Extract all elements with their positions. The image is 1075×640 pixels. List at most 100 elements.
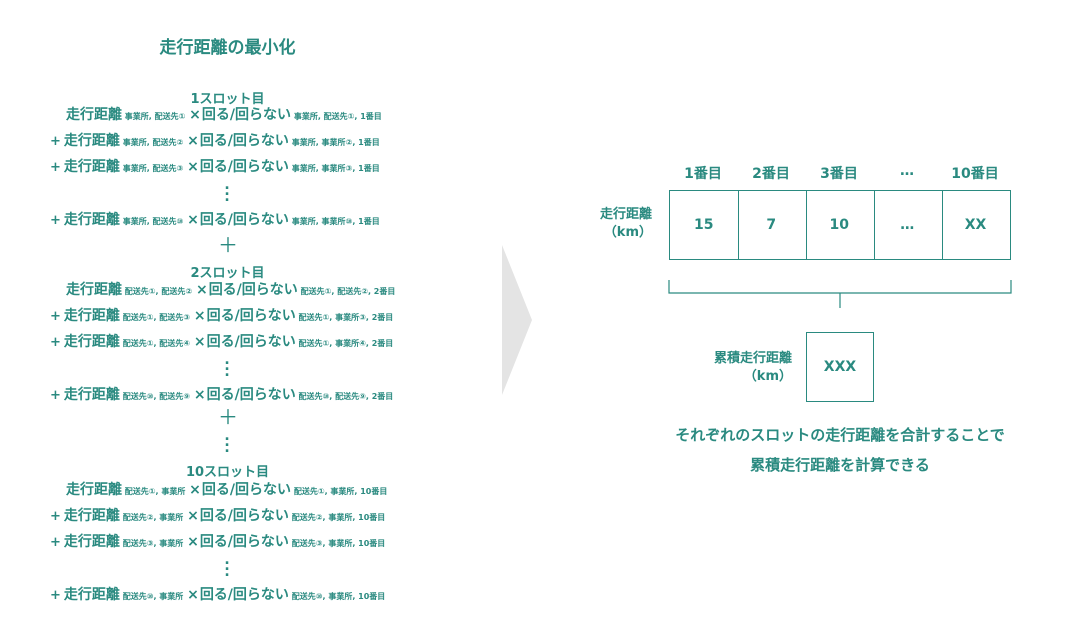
distance-cell: 7	[737, 190, 807, 260]
distance-cell: 10	[805, 190, 875, 260]
sum-bracket	[668, 280, 1012, 308]
visit-term: 回る/回らない	[201, 107, 292, 123]
visit-subscript: 配送先①, 事業所④, 2番目	[295, 339, 394, 348]
formula-row: +走行距離 事業所, 配送先⑩ ×回る/回らない 事業所, 事業所⑩, 1番目	[50, 210, 380, 231]
visit-subscript: 配送先③, 事業所, 10番目	[288, 539, 386, 548]
times-sign: ×	[187, 133, 199, 149]
times-sign: ×	[193, 334, 206, 350]
vertical-ellipsis: ...	[222, 178, 232, 204]
ellipsis-dot: .	[224, 352, 230, 368]
distance-subscript: 配送先①, 配送先②	[122, 287, 195, 296]
visit-term: 回る/回らない	[199, 508, 289, 524]
visit-term: 回る/回らない	[206, 334, 296, 350]
distance-subscript: 事業所, 配送先③	[119, 164, 187, 173]
distance-term: 走行距離	[63, 159, 120, 175]
slot-plus-sign: ＋	[218, 233, 238, 257]
plus-sign: +	[50, 588, 61, 603]
visit-subscript: 事業所, 事業所⑩, 1番目	[288, 217, 380, 226]
visit-subscript: 配送先①, 配送先②, 2番目	[297, 287, 396, 296]
distance-subscript: 配送先⑩, 事業所	[119, 592, 187, 601]
distance-term: 走行距離	[63, 508, 120, 524]
plus-sign: +	[50, 535, 61, 550]
visit-term: 回る/回らない	[206, 387, 296, 403]
distance-subscript: 事業所, 配送先①	[122, 112, 189, 121]
slot-header: 2スロット目	[190, 266, 265, 281]
plus-sign: +	[50, 335, 61, 350]
distance-subscript: 事業所, 配送先⑩	[119, 217, 187, 226]
vertical-ellipsis: ...	[222, 552, 232, 580]
plus-sign: +	[50, 134, 61, 149]
distance-term: 走行距離	[63, 334, 120, 350]
plus-sign: +	[50, 509, 61, 524]
formula-row: +走行距離 配送先⑩, 事業所 ×回る/回らない 配送先⑩, 事業所, 10番目	[50, 585, 385, 606]
distance-term: 走行距離	[66, 482, 122, 498]
ellipsis-dot: .	[224, 364, 230, 380]
visit-subscript: 配送先⑩, 配送先⑨, 2番目	[295, 392, 394, 401]
plus-sign: +	[50, 160, 61, 175]
column-header: 10番目	[951, 166, 999, 182]
ellipsis-dot: .	[224, 552, 230, 568]
visit-term: 回る/回らない	[206, 308, 296, 324]
formula-row: +走行距離 配送先⑩, 配送先⑨ ×回る/回らない 配送先⑩, 配送先⑨, 2番…	[50, 385, 393, 406]
column-header: 2番目	[752, 166, 790, 182]
ellipsis-dot: .	[224, 434, 230, 450]
distance-cell: 15	[669, 190, 739, 260]
visit-subscript: 配送先②, 事業所, 10番目	[288, 513, 386, 522]
ellipsis-dot: .	[224, 358, 230, 374]
visit-subscript: 配送先①, 事業所③, 2番目	[295, 313, 394, 322]
slot-header: 10スロット目	[185, 465, 270, 480]
slot-header: 1スロット目	[190, 92, 265, 107]
visit-term: 回る/回らない	[199, 212, 289, 228]
ellipsis-dot: .	[224, 564, 230, 580]
distance-subscript: 配送先①, 事業所	[122, 487, 189, 496]
formula-row: 走行距離 事業所, 配送先① ×回る/回らない 事業所, 配送先①, 1番目	[66, 105, 382, 126]
distance-subscript: 配送先③, 事業所	[119, 539, 187, 548]
total-value-box: XXX	[806, 332, 874, 402]
column-header: 3番目	[820, 166, 858, 182]
times-sign: ×	[187, 159, 199, 175]
plus-sign: +	[50, 213, 61, 228]
total-label: 累積走行距離 （km）	[680, 350, 792, 386]
row-label-line1: 走行距離	[599, 207, 652, 222]
times-sign: ×	[187, 587, 199, 603]
visit-term: 回る/回らない	[199, 159, 289, 175]
ellipsis-dot: .	[224, 440, 230, 456]
distance-term: 走行距離	[63, 587, 120, 603]
column-header: …	[900, 163, 914, 179]
caption-line1: それぞれのスロットの走行距離を合計することで	[675, 426, 1005, 444]
visit-term: 回る/回らない	[201, 482, 292, 498]
distance-subscript: 事業所, 配送先②	[119, 138, 187, 147]
row-label: 走行距離 （km）	[560, 206, 652, 242]
times-sign: ×	[189, 107, 201, 123]
formula-row: +走行距離 配送先②, 事業所 ×回る/回らない 配送先②, 事業所, 10番目	[50, 506, 385, 527]
visit-subscript: 事業所, 事業所③, 1番目	[288, 164, 380, 173]
slot-plus-sign: ＋	[218, 405, 238, 429]
row-label-line2: （km）	[603, 225, 652, 240]
plus-sign: +	[50, 388, 61, 403]
distance-term: 走行距離	[66, 282, 122, 298]
distance-subscript: 配送先①, 配送先③	[119, 313, 193, 322]
distance-subscript: 配送先②, 事業所	[119, 513, 187, 522]
distance-term: 走行距離	[63, 133, 120, 149]
visit-subscript: 事業所, 配送先①, 1番目	[291, 112, 382, 121]
formula-row: 走行距離 配送先①, 事業所 ×回る/回らない 配送先①, 事業所, 10番目	[66, 480, 387, 501]
distance-term: 走行距離	[66, 107, 122, 123]
right-arrow-icon	[502, 245, 532, 395]
visit-term: 回る/回らない	[199, 534, 289, 550]
plus-sign: +	[50, 309, 61, 324]
visit-term: 回る/回らない	[199, 587, 289, 603]
distance-term: 走行距離	[63, 534, 120, 550]
visit-term: 回る/回らない	[208, 282, 298, 298]
ellipsis-dot: .	[224, 183, 230, 199]
formula-row: +走行距離 配送先③, 事業所 ×回る/回らない 配送先③, 事業所, 10番目	[50, 532, 385, 553]
times-sign: ×	[193, 308, 206, 324]
distance-subscript: 配送先⑩, 配送先⑨	[119, 392, 193, 401]
total-label-line1: 累積走行距離	[713, 351, 792, 366]
formula-row: +走行距離 配送先①, 配送先④ ×回る/回らない 配送先①, 事業所④, 2番…	[50, 332, 393, 353]
ellipsis-dot: .	[224, 558, 230, 574]
times-sign: ×	[187, 212, 199, 228]
formula-row: +走行距離 事業所, 配送先② ×回る/回らない 事業所, 事業所②, 1番目	[50, 131, 380, 152]
column-header: 1番目	[684, 166, 722, 182]
visit-subscript: 配送先①, 事業所, 10番目	[291, 487, 388, 496]
distance-cell: XX	[941, 190, 1011, 260]
